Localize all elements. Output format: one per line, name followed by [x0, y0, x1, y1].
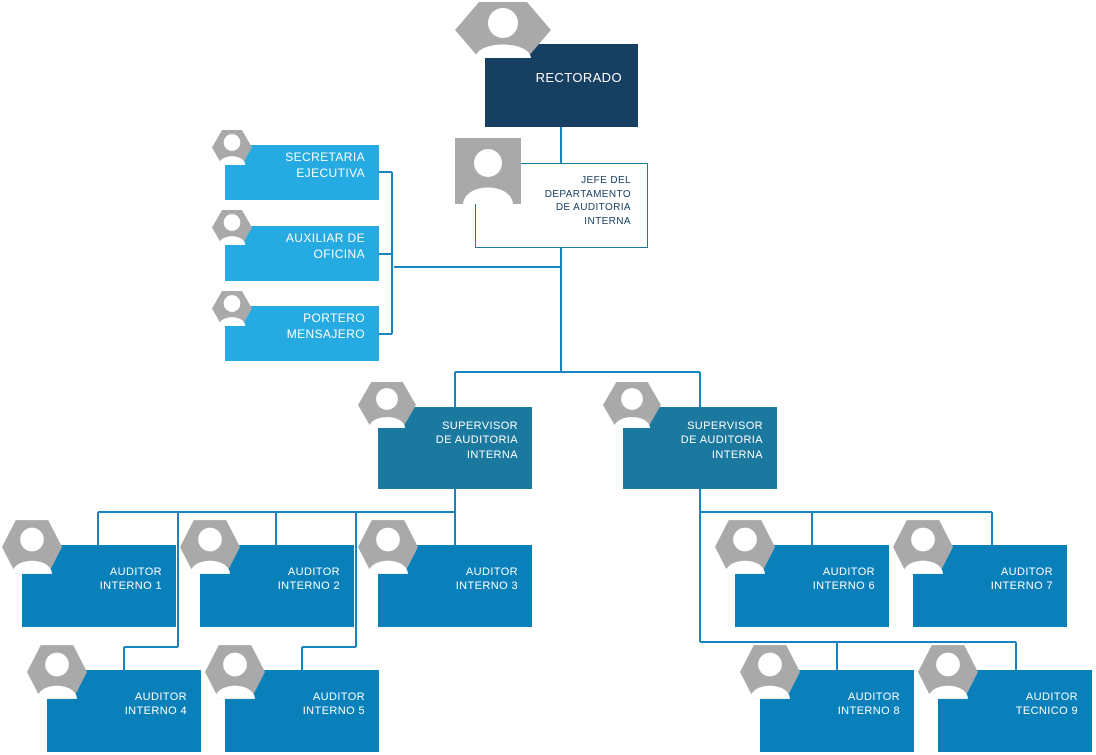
- node-supervisor-1: SUPERVISOR DE AUDITORIA INTERNA: [378, 407, 532, 489]
- node-auditor-8-label: AUDITOR INTERNO 8: [837, 691, 900, 718]
- node-auditor-9-label: AUDITOR TECNICO 9: [1015, 691, 1078, 718]
- person-icon: [212, 130, 252, 165]
- node-secretaria-label: SECRETARIA EJECUTIVA: [285, 150, 365, 180]
- node-auditor-6-label: AUDITOR INTERNO 6: [812, 566, 875, 593]
- node-portero-label: PORTERO MENSAJERO: [286, 311, 365, 341]
- node-portero: PORTERO MENSAJERO: [225, 306, 379, 361]
- person-icon: [455, 2, 551, 58]
- node-jefe-label: JEFE DEL DEPARTAMENTO DE AUDITORIA INTER…: [544, 175, 631, 227]
- person-icon: [358, 382, 416, 428]
- node-auditor-7-label: AUDITOR INTERNO 7: [990, 566, 1053, 593]
- person-icon: [27, 645, 87, 699]
- person-icon: [893, 520, 953, 574]
- node-auxiliar-label: AUXILIAR DE OFICINA: [285, 231, 365, 261]
- node-auditor-3-label: AUDITOR INTERNO 3: [455, 566, 518, 593]
- person-icon: [603, 382, 661, 428]
- person-icon: [740, 645, 800, 699]
- node-rectorado-label: RECTORADO: [535, 70, 622, 85]
- node-supervisor-2: SUPERVISOR DE AUDITORIA INTERNA: [623, 407, 777, 489]
- person-icon: [918, 645, 978, 699]
- person-icon: [2, 520, 62, 574]
- node-auditor-5-label: AUDITOR INTERNO 5: [302, 691, 365, 718]
- node-secretaria: SECRETARIA EJECUTIVA: [225, 145, 379, 200]
- person-icon: [455, 138, 521, 204]
- person-icon: [212, 210, 252, 245]
- person-icon: [358, 520, 418, 574]
- node-supervisor-2-label: SUPERVISOR DE AUDITORIA INTERNA: [680, 420, 763, 461]
- node-auditor-4-label: AUDITOR INTERNO 4: [124, 691, 187, 718]
- node-auxiliar: AUXILIAR DE OFICINA: [225, 226, 379, 281]
- person-icon: [205, 645, 265, 699]
- person-icon: [212, 291, 252, 326]
- node-supervisor-1-label: SUPERVISOR DE AUDITORIA INTERNA: [435, 420, 518, 461]
- person-icon: [180, 520, 240, 574]
- node-auditor-2-label: AUDITOR INTERNO 2: [277, 566, 340, 593]
- person-icon: [715, 520, 775, 574]
- node-auditor-1-label: AUDITOR INTERNO 1: [99, 566, 162, 593]
